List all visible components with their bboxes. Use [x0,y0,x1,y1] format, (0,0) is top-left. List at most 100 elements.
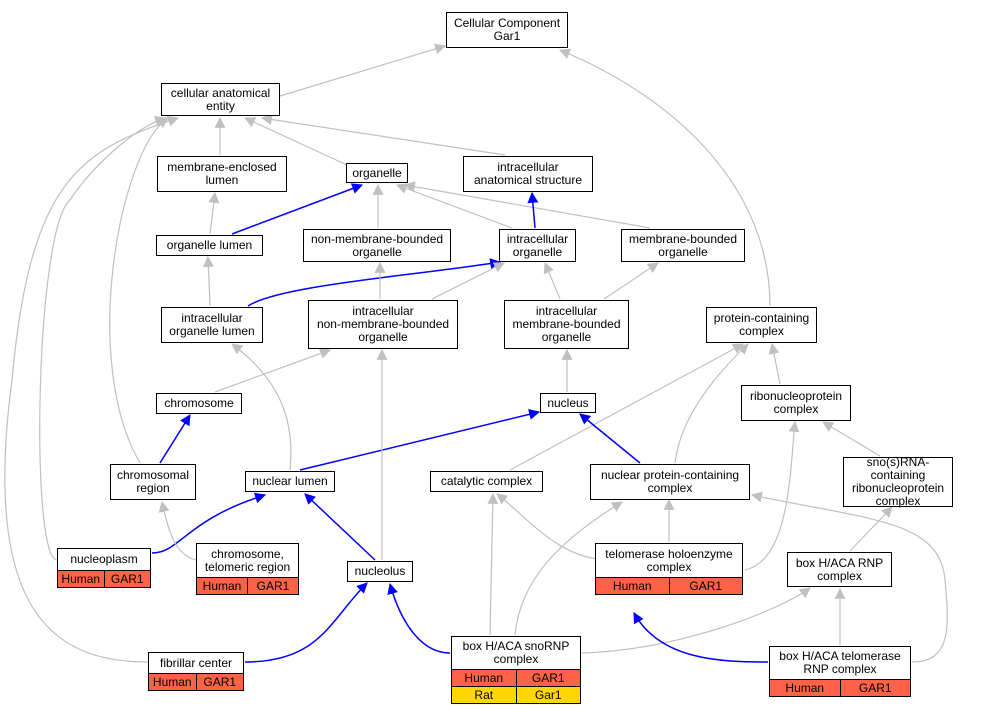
annotation-gene: GAR1 [195,674,244,690]
edge-npcc-pcc [674,343,749,464]
node-catc[interactable]: catalytic complex [430,471,543,492]
edge-telholo-rnp [744,420,800,571]
node-label-line: RNP complex [803,662,877,676]
node-label-line: sno(s)RNA-containing [866,455,930,482]
edge-olumen-mel [208,191,220,235]
annotation-species: Human [464,671,504,685]
annotation-row-human: Human GAR1 [451,669,581,687]
node-label-line: nuclear protein-containing [600,468,740,482]
annotation-species: Human [785,681,825,695]
edge-olumen-organelle [231,183,364,235]
edge-ias-cae [260,114,506,156]
edge-hacasno-hacarnp [581,587,811,654]
node-label-line: organelle [352,165,402,180]
node-label-line: nucleus [547,395,589,410]
node-label-line: membrane-bounded [628,231,738,246]
node-fibc[interactable]: fibrillar center [148,652,244,674]
edge-organelle-cae [244,117,348,166]
edge-io-organelle [395,183,513,229]
annotation-gene: GAR1 [839,680,911,696]
node-nucleolus[interactable]: nucleolus [347,561,413,582]
node-organelle[interactable]: organelle [346,163,408,183]
edge-hacarnp-snornp [849,506,893,552]
node-label-line: Gar1 [493,29,521,43]
node-nucleus[interactable]: nucleus [540,393,596,413]
node-label-line: complex [647,481,693,495]
node-label-line: cellular anatomical [170,85,271,100]
edge-mbo-organelle [403,181,651,229]
edge-pcc-root [558,48,771,307]
node-label-line: organelle [358,330,408,344]
edge-iol-io [247,258,502,307]
node-chromosome[interactable]: chromosome [156,393,242,414]
node-label-line: region [136,481,170,495]
node-label-line: anatomical structure [473,173,583,187]
edge-catc-pcc [509,343,744,471]
node-label-line: complex [646,559,692,574]
node-label-line: telomerase holoenzyme [605,546,733,561]
edge-nucleolus-nlumen [304,493,376,561]
node-label-line: ribonucleoprotein [851,481,945,495]
edge-iol-olumen [202,255,214,307]
edge-imbo-io [543,261,561,300]
node-label-line: Cellular Component [453,16,561,30]
node-olumen[interactable]: organelle lumen [156,235,263,256]
edge-npcc-nucleus [579,413,641,464]
edge-imbo-mbo [603,262,659,300]
edge-fibc-nucleolus [244,582,368,663]
node-label-line: complex [817,568,862,583]
node-label-line: telomeric region [204,559,291,574]
edge-nlumen-nucleus [299,408,541,471]
node-label-line: complex [739,324,784,338]
node-label-line: complex [493,652,539,666]
annotation-gene: GAR1 [668,578,743,594]
edge-nucleoplasm-cae [39,116,167,561]
node-label-line: complex [773,402,819,416]
edge-chrreg-cae [109,117,169,464]
node-nlumen[interactable]: nuclear lumen [245,471,335,492]
node-label-line: chromosomal [116,468,190,482]
edge-cae-root [279,43,447,97]
annotation-gene: GAR1 [515,670,581,686]
node-label-line: complex [875,494,921,508]
node-label-line: chromosome [164,396,234,410]
node-label-line: lumen [205,173,239,187]
node-label-line: non-membrane-bounded [316,317,450,331]
node-label-line: ribonucleoprotein [749,389,843,403]
edge-nucleoplasm-nlumen [151,492,267,554]
node-nucleoplasm[interactable]: nucleoplasm [57,548,151,571]
node-label-line: nuclear lumen [252,474,328,488]
node-telreg[interactable]: chromosome,telomeric region [196,543,299,578]
annotation-species: Human [61,572,101,586]
edge-hacatel-telholo [633,612,769,663]
annotation-species: Human [612,579,652,593]
node-label-line: catalytic complex [440,474,533,488]
annotation-gene: Gar1 [515,687,581,703]
node-label-line: organelle [541,330,592,344]
edge-rnp-pcc [768,342,781,385]
node-label-line: nucleoplasm [70,552,138,566]
